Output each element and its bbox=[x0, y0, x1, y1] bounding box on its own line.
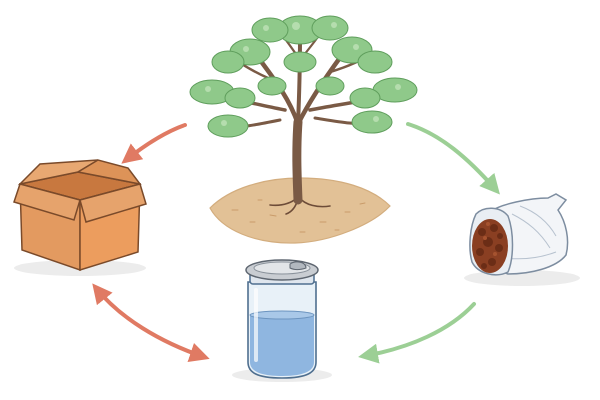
arrow-bag-to-jar bbox=[358, 302, 476, 364]
arrow-box-jar-bidirectional bbox=[92, 283, 210, 362]
soil-texture bbox=[231, 199, 366, 233]
compost-bag-icon bbox=[464, 193, 580, 286]
water-jar-icon bbox=[232, 259, 332, 382]
box-flap-left bbox=[13, 183, 81, 221]
tree-foliage bbox=[189, 15, 418, 138]
jar-water bbox=[250, 313, 314, 376]
cardboard-box-icon bbox=[13, 159, 147, 276]
jar-pull-tab bbox=[289, 261, 307, 270]
arrow-tree-to-box bbox=[121, 123, 187, 164]
arrow-tree-to-bag bbox=[406, 122, 500, 195]
box-flap-right bbox=[79, 183, 147, 223]
tree-icon bbox=[189, 15, 418, 244]
soil-patch bbox=[209, 177, 391, 244]
tree-foliage-highlights bbox=[205, 22, 401, 126]
box-flap-back-right bbox=[75, 159, 142, 186]
compost-highlights bbox=[483, 222, 497, 256]
